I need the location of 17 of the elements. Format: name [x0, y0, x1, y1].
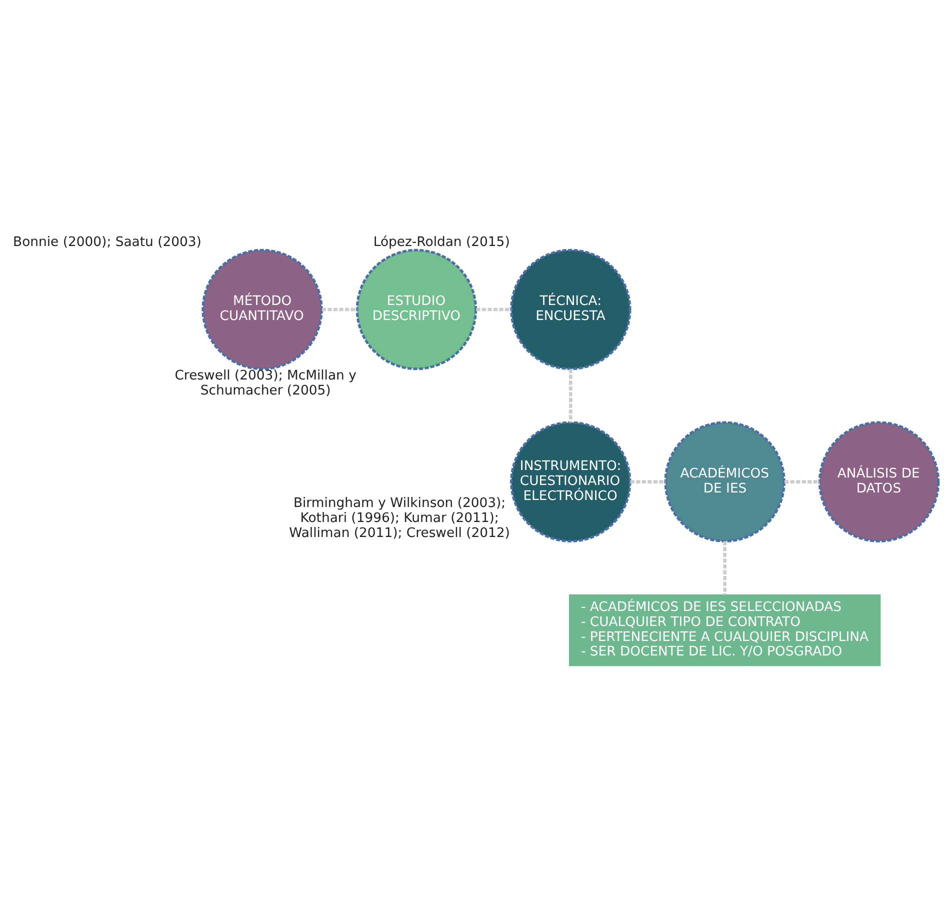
node-label: López-Roldan (2015) — [373, 234, 510, 250]
node-label: Creswell (2003); McMillan y Schumacher (2005) — [174, 368, 356, 398]
connector — [784, 480, 820, 483]
node-circle: ESTUDIO DESCRIPTIVO — [356, 248, 478, 370]
node-circle: ANÁLISIS DE DATOS — [818, 420, 940, 542]
node-label: Birmingham y Wilkinson (2003); Kothari (1996); Kumar (2011); Walliman (2011); Creswell (2012) — [289, 496, 510, 540]
node-label: Bonnie (2000); Saatu (2003) — [13, 234, 202, 250]
connector — [630, 480, 666, 483]
connector — [322, 307, 357, 311]
connector — [569, 368, 572, 422]
node-box: - ACADÉMICOS DE IES SELECCIONADAS - CUALQUIER TIPO DE CONTRATO - PERTENECIENTE A CUALQUIER DISCIPLINA - SER DOCENTE DE LIC. Y/O POSGRADO — [569, 594, 881, 666]
connector — [476, 307, 512, 311]
node-circle: TÉCNICA: ENCUESTA — [510, 248, 632, 370]
node-circle: INSTRUMENTO: CUESTIONARIO ELECTRÓNICO — [510, 420, 632, 542]
node-circle: MÉTODO CUANTITAVO — [202, 248, 323, 370]
node-circle: ACADÉMICOS DE IES — [664, 420, 786, 542]
connector — [723, 540, 726, 594]
